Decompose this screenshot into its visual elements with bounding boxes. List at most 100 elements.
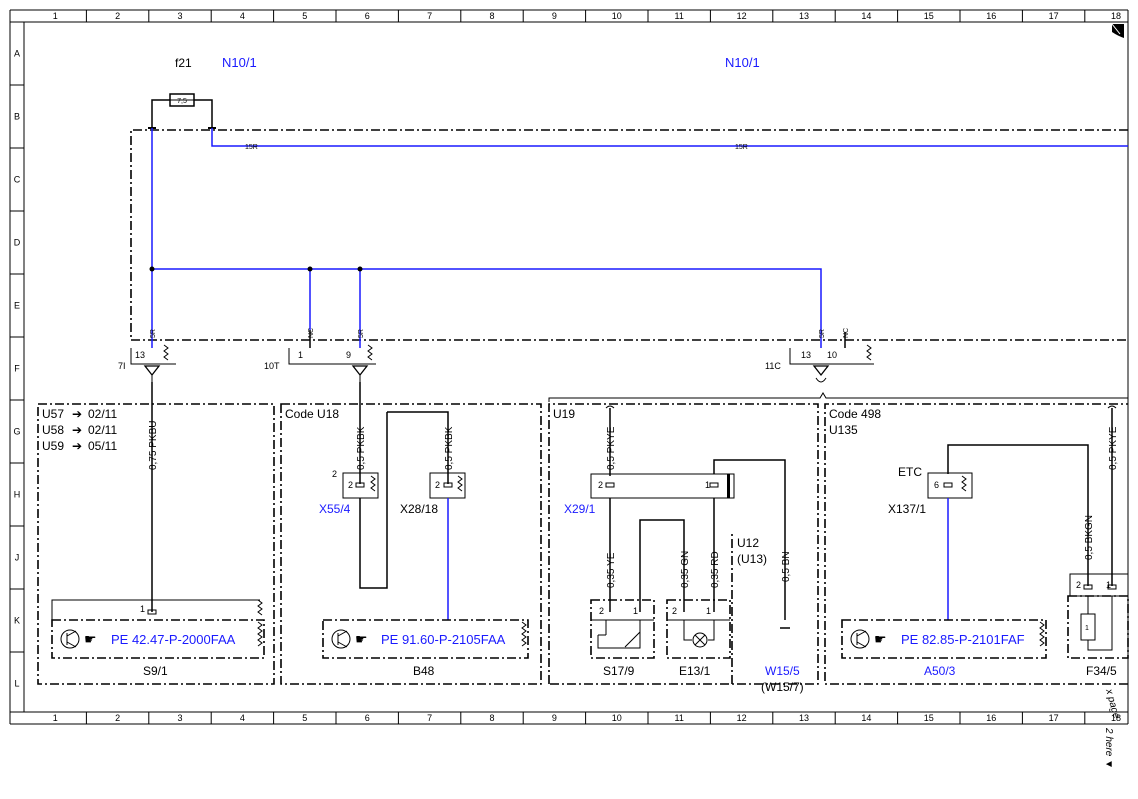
pe-ref-b48[interactable]: PE 91.60-P-2105FAA bbox=[381, 632, 506, 647]
x29-1-pin-2: 2 bbox=[598, 480, 603, 490]
wire-tag-15r-b: 15R bbox=[735, 144, 748, 151]
grid-row-label: L bbox=[14, 679, 19, 689]
grid-column-label: 9 bbox=[552, 11, 557, 21]
code-u57: U57 bbox=[42, 407, 64, 421]
wire-tag-nc-2: NC bbox=[843, 328, 850, 338]
grid-column-label: 7 bbox=[427, 11, 432, 21]
grid-row-label: D bbox=[14, 238, 21, 248]
grid-column-label: 9 bbox=[552, 713, 557, 723]
grid-row-label: A bbox=[14, 49, 20, 59]
component-s17-9: S17/9 bbox=[603, 664, 635, 678]
date-u57: 02/11 bbox=[88, 407, 117, 421]
grid-column-label: 4 bbox=[240, 11, 245, 21]
grid-column-label: 16 bbox=[986, 713, 996, 723]
grid-column-label: 11 bbox=[675, 11, 684, 21]
grid-column-label: 12 bbox=[737, 713, 747, 723]
grid-row-label: G bbox=[13, 427, 20, 437]
grid-column-label: 1 bbox=[53, 11, 58, 21]
arrow-icon: ➔ bbox=[72, 439, 82, 453]
e13-1-pin-1: 1 bbox=[706, 606, 711, 616]
module-label-right: N10/1 bbox=[725, 55, 760, 70]
grid-column-label: 14 bbox=[861, 713, 871, 723]
grid-column-label: 18 bbox=[1111, 713, 1121, 723]
section-u19: U19 0,5 PKYE 2 1 X29/1 0,35 YE 0,35 GN 0… bbox=[553, 405, 804, 694]
lamp-e13-1: 2 1 bbox=[666, 599, 731, 659]
grid-column-label: 12 bbox=[737, 11, 747, 21]
component-f34-5: F34/5 bbox=[1086, 664, 1117, 678]
code-u58: U58 bbox=[42, 423, 64, 437]
grid-row-label: K bbox=[14, 616, 20, 626]
etc-label: ETC bbox=[898, 465, 922, 479]
page-note: 2 here ▼ bbox=[1103, 727, 1114, 769]
ground-w15-5: W15/5 bbox=[765, 664, 800, 678]
connector-11c-pin-13: 13 bbox=[801, 350, 811, 360]
grid-column-label: 1 bbox=[53, 713, 58, 723]
code-u59: U59 bbox=[42, 439, 64, 453]
code-u18: Code U18 bbox=[285, 407, 339, 421]
grid-column-label: 16 bbox=[986, 11, 996, 21]
connector-x55-4: X55/4 bbox=[319, 502, 351, 516]
wire-label-pkbk-b: 0,5 PKBK bbox=[444, 426, 455, 470]
section-s9-1: U57 U58 U59 ➔ ➔ ➔ 02/11 02/11 05/11 0,75… bbox=[42, 382, 265, 678]
grid-column-label: 17 bbox=[1049, 713, 1059, 723]
grid-column-label: 18 bbox=[1111, 11, 1121, 21]
f34-5-pin-2: 2 bbox=[1076, 580, 1081, 590]
s9-1-pin: 1 bbox=[140, 604, 145, 614]
pe-ref-a50-3[interactable]: PE 82.85-P-2101FAF bbox=[901, 632, 1025, 647]
grid-column-label: 13 bbox=[799, 713, 809, 723]
x29-1-pin-1: 1 bbox=[705, 480, 710, 490]
connector-10t-pin-9: 9 bbox=[346, 350, 351, 360]
e13-1-pin-2: 2 bbox=[672, 606, 677, 616]
section-box-a50-3 bbox=[824, 403, 1128, 685]
code-u135: U135 bbox=[829, 423, 858, 437]
wire-label-pkbk-a: 0,5 PKBK bbox=[356, 426, 367, 470]
wire-tag-5r-2: 5R bbox=[358, 329, 365, 338]
connector-11c: 11C 13 10 bbox=[765, 344, 874, 383]
code-u12: U12 bbox=[737, 536, 759, 550]
connector-11c-label: 11C bbox=[765, 361, 781, 371]
component-a50-3: A50/3 bbox=[924, 664, 956, 678]
connector-x137-1: X137/1 bbox=[888, 502, 926, 516]
connector-10t-pin-1: 1 bbox=[298, 350, 303, 360]
page-note-cut: x page bbox=[1103, 687, 1122, 720]
f34-5-fuse-pin: 1 bbox=[1085, 625, 1089, 632]
connector-7i-label: 7I bbox=[118, 361, 126, 371]
grid-column-label: 10 bbox=[612, 11, 622, 21]
wire-label-gn: 0,35 GN bbox=[680, 551, 691, 588]
section-b48: Code U18 0,5 PKBK 0,5 PKBK 2 2 2 X55/4 X… bbox=[285, 382, 529, 678]
grid-column-label: 10 bbox=[612, 713, 622, 723]
module-label-left: N10/1 bbox=[222, 55, 257, 70]
wire-15r: 15R 15R bbox=[211, 128, 1128, 151]
section-a50-3: Code 498 U135 ETC 6 X137/1 0,5 BKGN 0,5 … bbox=[829, 405, 1129, 678]
section-box-s9-1 bbox=[37, 403, 275, 685]
wire-label-ye: 0,35 YE bbox=[606, 552, 617, 588]
wire-bus bbox=[149, 128, 846, 348]
grid-column-label: 5 bbox=[302, 713, 307, 723]
connector-x28-18: X28/18 bbox=[400, 502, 438, 516]
pointing-hand-icon: ☛ bbox=[355, 631, 368, 647]
wire-label-pkye-2: 0,5 PKYE bbox=[1108, 426, 1119, 470]
grid-row-label: B bbox=[14, 112, 20, 122]
section-box-b48 bbox=[280, 403, 542, 685]
grid-column-label: 4 bbox=[240, 713, 245, 723]
pe-ref-s9-1[interactable]: PE 42.47-P-2000FAA bbox=[111, 632, 236, 647]
connector-7i: 7I 13 bbox=[118, 344, 176, 382]
s17-9-pin-1: 1 bbox=[633, 606, 638, 616]
arrow-icon: ➔ bbox=[72, 423, 82, 437]
grid-column-label: 2 bbox=[115, 11, 120, 21]
grid-column-label: 5 bbox=[302, 11, 307, 21]
x55-4-pin: 2 bbox=[348, 480, 353, 490]
component-s9-1: S9/1 bbox=[143, 664, 168, 678]
grid-frame bbox=[9, 9, 1129, 725]
grid-column-label: 15 bbox=[924, 11, 934, 21]
date-u58: 02/11 bbox=[88, 423, 117, 437]
wire-tag-5r-1: 5R bbox=[150, 329, 157, 338]
x28-18-pin: 2 bbox=[435, 480, 440, 490]
grid-column-label: 14 bbox=[861, 11, 871, 21]
page-curl-icon bbox=[1111, 23, 1124, 38]
connector-10t: 10T 1 9 bbox=[264, 344, 376, 382]
transistor-icon bbox=[60, 629, 80, 649]
connector-11c-pin-10: 10 bbox=[827, 350, 837, 360]
component-b48: B48 bbox=[413, 664, 435, 678]
